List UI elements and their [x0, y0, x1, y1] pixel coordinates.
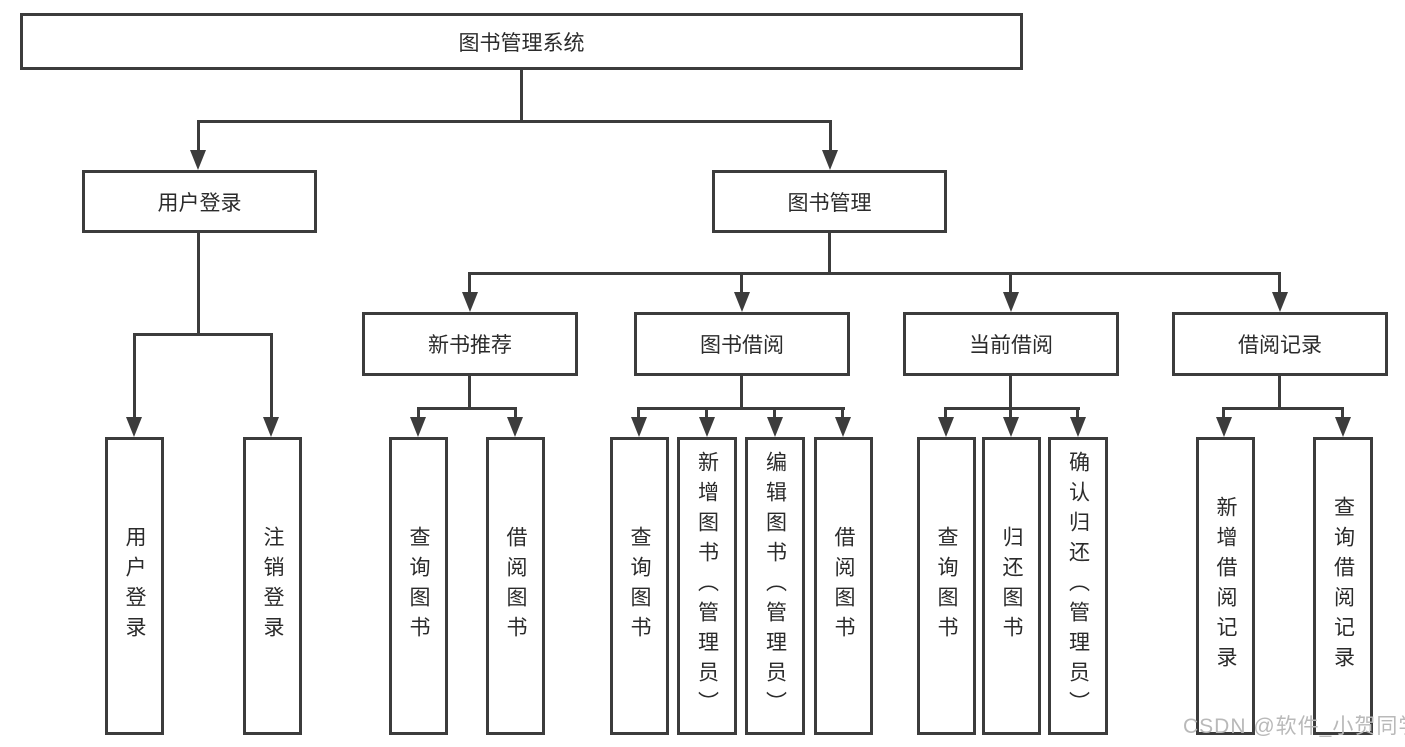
- arrow-down-icon: [410, 417, 426, 437]
- connector-line: [740, 376, 743, 407]
- leaf-user-login: 用户登录: [105, 437, 164, 735]
- connector-line: [944, 407, 1080, 410]
- arrow-down-icon: [1335, 417, 1351, 437]
- connector-line: [417, 407, 517, 410]
- arrow-down-icon: [822, 150, 838, 170]
- arrow-down-icon: [699, 417, 715, 437]
- connector-line: [417, 407, 420, 419]
- connector-line: [197, 120, 200, 154]
- leaf-query-books: 查询图书: [917, 437, 976, 735]
- leaf-borrow-books: 借阅图书: [814, 437, 873, 735]
- connector-line: [740, 272, 743, 294]
- connector-line: [1009, 376, 1012, 407]
- arrow-down-icon: [1216, 417, 1232, 437]
- node-user-login-branch: 用户登录: [82, 170, 317, 233]
- node-library-management-system: 图书管理系统: [20, 13, 1023, 70]
- connector-line: [133, 333, 273, 336]
- connector-line: [133, 333, 136, 419]
- connector-line: [705, 407, 708, 419]
- connector-line: [1009, 407, 1012, 419]
- leaf-query-books: 查询图书: [610, 437, 669, 735]
- arrow-down-icon: [631, 417, 647, 437]
- connector-line: [514, 407, 517, 419]
- leaf-edit-books-admin: 编辑图书（管理员）: [745, 437, 805, 735]
- connector-line: [841, 407, 844, 419]
- node-book-management: 图书管理: [712, 170, 947, 233]
- node-borrowing-records: 借阅记录: [1172, 312, 1388, 376]
- arrow-down-icon: [1070, 417, 1086, 437]
- arrow-down-icon: [1272, 292, 1288, 312]
- leaf-add-books-admin: 新增图书（管理员）: [677, 437, 737, 735]
- connector-line: [637, 407, 640, 419]
- leaf-borrow-books: 借阅图书: [486, 437, 545, 735]
- connector-line: [520, 70, 523, 120]
- connector-line: [468, 376, 471, 407]
- arrow-down-icon: [1003, 417, 1019, 437]
- connector-line: [829, 120, 832, 154]
- arrow-down-icon: [462, 292, 478, 312]
- connector-line: [270, 333, 273, 419]
- connector-line: [1222, 407, 1225, 419]
- connector-line: [773, 407, 776, 419]
- connector-line: [1278, 376, 1281, 407]
- arrow-down-icon: [507, 417, 523, 437]
- node-book-borrowing: 图书借阅: [634, 312, 850, 376]
- leaf-confirm-return-admin: 确认归还（管理员）: [1048, 437, 1108, 735]
- leaf-query-borrowing-record: 查询借阅记录: [1313, 437, 1373, 735]
- connector-line: [1222, 407, 1344, 410]
- connector-line: [469, 272, 1281, 275]
- connector-line: [1278, 272, 1281, 294]
- connector-line: [828, 233, 831, 272]
- arrow-down-icon: [835, 417, 851, 437]
- arrow-down-icon: [1003, 292, 1019, 312]
- arrow-down-icon: [263, 417, 279, 437]
- connector-line: [1009, 272, 1012, 294]
- arrow-down-icon: [126, 417, 142, 437]
- connector-line: [197, 233, 200, 333]
- connector-line: [1341, 407, 1344, 419]
- connector-line: [1076, 407, 1079, 419]
- leaf-logout: 注销登录: [243, 437, 302, 735]
- connector-line: [944, 407, 947, 419]
- arrow-down-icon: [767, 417, 783, 437]
- connector-line: [197, 120, 832, 123]
- connector-line: [468, 272, 471, 294]
- leaf-return-books: 归还图书: [982, 437, 1041, 735]
- leaf-query-books: 查询图书: [389, 437, 448, 735]
- csdn-watermark: CSDN @软件_小贺同学: [1183, 715, 1405, 738]
- arrow-down-icon: [734, 292, 750, 312]
- node-new-book-recommendation: 新书推荐: [362, 312, 578, 376]
- node-current-borrowing: 当前借阅: [903, 312, 1119, 376]
- arrow-down-icon: [938, 417, 954, 437]
- connector-line: [637, 407, 845, 410]
- arrow-down-icon: [190, 150, 206, 170]
- leaf-add-borrowing-record: 新增借阅记录: [1196, 437, 1255, 735]
